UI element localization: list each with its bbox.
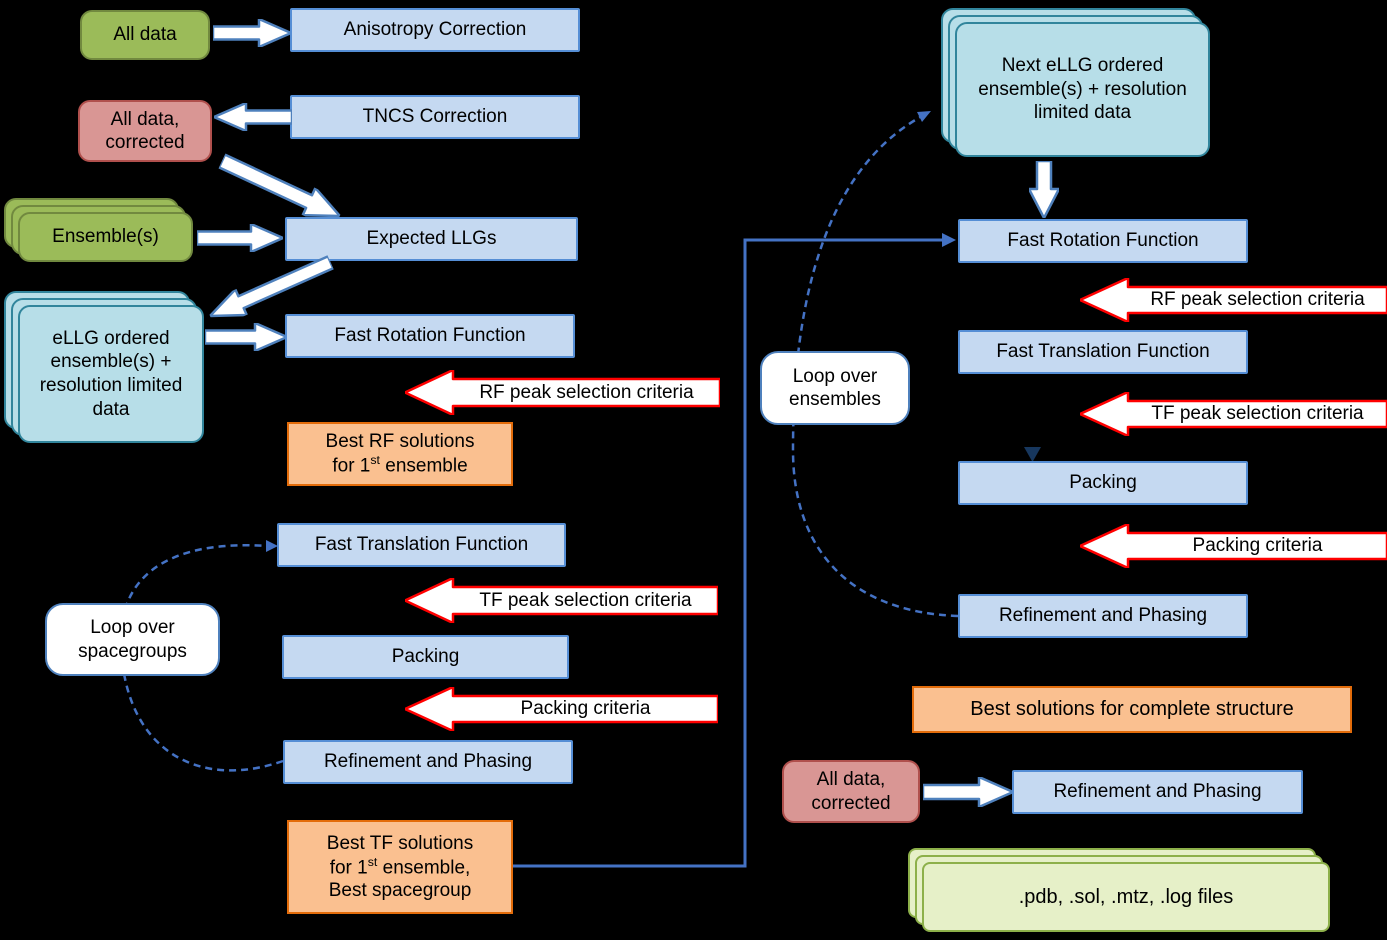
node-loop-spacegroups: Loop over spacegroups (45, 603, 220, 676)
node-refinement-final: Refinement and Phasing (1012, 770, 1303, 814)
node-packing-left-label: Packing (391, 646, 460, 668)
node-packing-left: Packing (282, 635, 569, 679)
node-fast-translation-right: Fast Translation Function (958, 330, 1248, 374)
criteria-rf-right-label: RF peak selection criteria (1150, 289, 1365, 310)
node-output-files-stack: .pdb, .sol, .mtz, .log files (908, 848, 1330, 932)
criteria-tf-right-label: TF peak selection criteria (1151, 403, 1364, 424)
criteria-arrow-icon (405, 578, 718, 623)
criteria-rf-left-label: RF peak selection criteria (479, 381, 694, 403)
node-loop-ensembles: Loop over ensembles (760, 351, 910, 425)
node-anisotropy-correction: Anisotropy Correction (290, 8, 580, 52)
node-output-files: .pdb, .sol, .mtz, .log files (922, 862, 1330, 932)
criteria-rf-left: RF peak selection criteria (405, 370, 720, 415)
best-rf-line1: Best RF solutions (325, 431, 475, 453)
node-next-ellg-label: Next eLLG ordered ensemble(s) + resoluti… (978, 55, 1187, 124)
best-rf-line2: for 1st ensemble (326, 453, 475, 478)
arrow-corrected-to-expected-llgs-icon (217, 153, 342, 218)
best-tf-sup: st (367, 854, 378, 869)
best-tf-line2-pre: for 1 (329, 857, 368, 879)
loop-ensembles-dashed-path (791, 113, 959, 618)
arrow-tncs-to-corrected-icon (214, 103, 292, 131)
node-ellg-ordered-label: eLLG ordered ensemble(s) + resolution li… (39, 327, 183, 420)
node-expected-llgs: Expected LLGs (285, 217, 578, 261)
criteria-rf-right: RF peak selection criteria (1080, 278, 1387, 322)
best-rf-line2-post: ensemble (379, 455, 468, 477)
node-fast-rotation-right-label: Fast Rotation Function (1007, 230, 1199, 252)
loop-spacegroups-dashed-path (119, 544, 284, 772)
node-ensembles: Ensemble(s) (18, 212, 193, 262)
best-tf-line2-post: ensemble, (377, 857, 471, 879)
node-all-data-corrected-2-label: All data, corrected (811, 769, 891, 814)
down-arrowhead-icon (1024, 447, 1041, 462)
arrow-next-ellg-to-fast-rotation-icon (1029, 161, 1059, 218)
arrow-ellg-to-fast-rotation-icon (205, 323, 287, 351)
best-tf-line3: Best spacegroup (328, 880, 472, 902)
node-fast-translation-right-label: Fast Translation Function (996, 341, 1210, 363)
node-fast-translation-left-label: Fast Translation Function (314, 534, 529, 556)
node-all-data-corrected-label: All data, corrected (105, 108, 185, 153)
node-best-rf-solutions: Best RF solutions for 1st ensemble (287, 422, 513, 486)
node-tncs-label: TNCS Correction (362, 106, 508, 128)
node-best-solutions-label: Best solutions for complete structure (970, 698, 1294, 721)
criteria-packing-left: Packing criteria (405, 687, 718, 731)
criteria-arrow-icon (405, 687, 718, 731)
loop-ensembles-arrowhead-icon (917, 111, 931, 122)
node-best-tf-solutions: Best TF solutions for 1st ensemble, Best… (287, 820, 513, 914)
best-rf-sup: st (370, 453, 380, 468)
criteria-tf-left: TF peak selection criteria (405, 578, 718, 623)
node-best-rf-text: Best RF solutions for 1st ensemble (326, 430, 475, 478)
node-refinement-left: Refinement and Phasing (283, 740, 573, 784)
node-all-data-corrected-2: All data, corrected (782, 760, 920, 823)
best-tf-to-right-rotation-connector (513, 238, 944, 868)
best-rf-line2-pre: for 1 (332, 455, 371, 477)
node-loop-spacegroups-label: Loop over spacegroups (78, 617, 187, 662)
node-packing-right: Packing (958, 461, 1248, 505)
node-ellg-ordered-stack: eLLG ordered ensemble(s) + resolution li… (4, 291, 204, 443)
node-loop-ensembles-label: Loop over ensembles (789, 365, 881, 410)
criteria-packing-right-label: Packing criteria (1192, 535, 1323, 556)
node-best-solutions: Best solutions for complete structure (912, 686, 1352, 733)
node-refinement-right: Refinement and Phasing (958, 594, 1248, 638)
node-ellg-ordered: eLLG ordered ensemble(s) + resolution li… (18, 305, 204, 443)
node-ensembles-label: Ensemble(s) (52, 226, 159, 248)
arrow-all-data-to-anisotropy-icon (213, 19, 291, 47)
criteria-tf-left-label: TF peak selection criteria (479, 589, 692, 611)
node-refinement-right-label: Refinement and Phasing (998, 605, 1208, 627)
node-all-data-corrected: All data, corrected (78, 100, 212, 162)
node-ensembles-stack: Ensemble(s) (4, 198, 193, 262)
criteria-arrow-icon (1080, 524, 1387, 568)
criteria-arrow-icon (1080, 278, 1387, 322)
criteria-tf-right: TF peak selection criteria (1080, 392, 1387, 436)
node-expected-llgs-label: Expected LLGs (366, 228, 497, 250)
loop-spacegroups-arrowhead-icon (266, 540, 278, 552)
node-fast-rotation-right: Fast Rotation Function (958, 219, 1248, 263)
best-tf-line1: Best TF solutions (326, 832, 474, 854)
node-best-tf-text: Best TF solutions for 1st ensemble, Best… (327, 832, 473, 903)
node-anisotropy-label: Anisotropy Correction (343, 19, 527, 41)
node-all-data: All data (80, 10, 210, 60)
arrow-ensembles-to-expected-llgs-icon (197, 224, 283, 252)
connector-arrowhead-icon (942, 233, 956, 247)
criteria-packing-right: Packing criteria (1080, 524, 1387, 568)
node-packing-right-label: Packing (1069, 472, 1137, 494)
arrow-expected-llgs-to-ellg-icon (208, 255, 335, 318)
criteria-packing-left-label: Packing criteria (520, 698, 651, 719)
node-refinement-final-label: Refinement and Phasing (1053, 781, 1262, 803)
best-tf-line2: for 1st ensemble, (327, 855, 473, 880)
node-all-data-label: All data (113, 24, 177, 46)
node-fast-rotation-left-label: Fast Rotation Function (334, 325, 526, 347)
arrow-corrected-to-refinement-final-icon (923, 777, 1013, 807)
node-fast-translation-left: Fast Translation Function (277, 523, 566, 567)
node-tncs-correction: TNCS Correction (290, 95, 580, 139)
node-refinement-left-label: Refinement and Phasing (323, 751, 533, 773)
criteria-arrow-icon (405, 370, 720, 415)
criteria-arrow-icon (1080, 392, 1387, 436)
node-next-ellg: Next eLLG ordered ensemble(s) + resoluti… (955, 22, 1210, 157)
node-next-ellg-stack: Next eLLG ordered ensemble(s) + resoluti… (941, 8, 1210, 157)
node-fast-rotation-left: Fast Rotation Function (285, 314, 575, 358)
node-output-files-label: .pdb, .sol, .mtz, .log files (1018, 885, 1234, 908)
